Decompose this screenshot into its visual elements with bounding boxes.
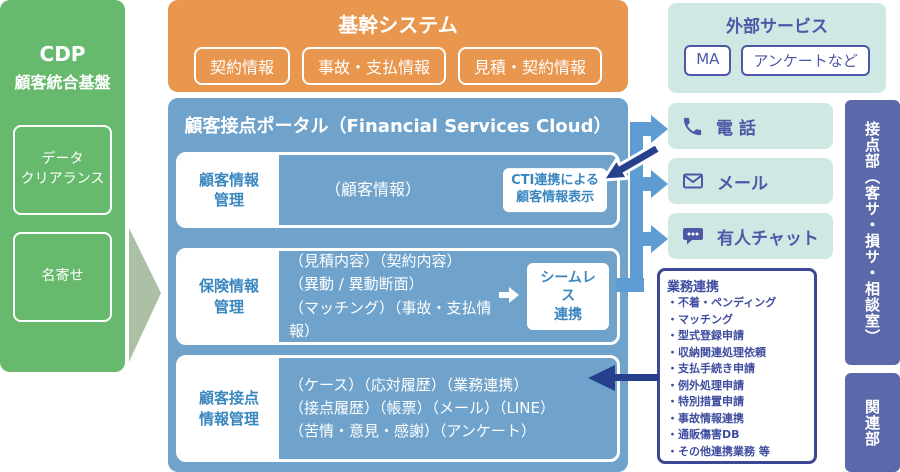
external-services-box: 外部サービス MA アンケートなど	[668, 3, 886, 93]
phone-icon	[681, 115, 704, 138]
channel-mail-label: メール	[717, 173, 768, 194]
portal-title: 顧客接点ポータル（Financial Services Cloud）	[184, 116, 612, 137]
channel-phone-label: 電 話	[716, 118, 756, 139]
task-item: ・事故情報連携	[667, 411, 744, 425]
external-services-items: MA アンケートなど	[668, 45, 886, 76]
mail-icon	[681, 169, 705, 193]
task-item: ・特別措置申請	[667, 395, 744, 408]
task-panel-title: 業務連携	[667, 280, 720, 295]
channel-arrow-phone	[651, 115, 668, 143]
portal-row-contact-info: 顧客接点 情報管理 （ケース）（応対履歴）（業務連携） （接点履歴）（帳票）（メ…	[176, 355, 620, 462]
task-link-panel: 業務連携 ・不着・ペンディング ・マッチング ・型式登録申請 ・収納関連処理依頼…	[657, 268, 817, 464]
task-item: ・その他連携業務 等	[667, 444, 770, 458]
external-item-survey: アンケートなど	[741, 45, 870, 76]
chat-icon	[681, 224, 705, 248]
channel-arrow-mail	[651, 170, 668, 198]
channel-mail: メール	[668, 158, 833, 204]
core-item-accident-payment-info: 事故・支払情報	[301, 47, 446, 85]
cdp-item-name-merge: 名寄せ	[13, 232, 112, 322]
core-item-quote-contract-info: 見積・契約情報	[458, 47, 603, 85]
portal-row-insurance-info: 保険情報 管理 （見積内容）（契約内容） （異動 / 異動断面） （マッチング）…	[176, 248, 620, 345]
customer-portal-box: 顧客接点ポータル（Financial Services Cloud） 顧客情報 …	[168, 98, 628, 472]
external-item-ma: MA	[684, 45, 732, 76]
core-item-contract-info: 契約情報	[193, 47, 290, 85]
row-content-customer-info: （顧客情報）	[325, 179, 422, 199]
channel-chat: 有人チャット	[668, 213, 833, 259]
core-system-box: 基幹システム 契約情報 事故・支払情報 見積・契約情報	[168, 0, 628, 92]
seamless-link-badge: シームレス 連携	[527, 263, 609, 330]
channel-chat-label: 有人チャット	[717, 228, 819, 249]
cdp-box: CDP 顧客統合基盤 データ クリアランス 名寄せ	[0, 0, 125, 372]
row-body-contact-info: （ケース）（応対履歴）（業務連携） （接点履歴）（帳票）（メール）（LINE） …	[279, 358, 617, 459]
seamless-right-arrow-icon	[499, 284, 521, 310]
cdp-flow-arrow	[129, 228, 161, 362]
task-item: ・支払手続き申請	[667, 362, 755, 375]
cdp-item-data-clearance: データ クリアランス	[13, 125, 112, 215]
portal-row-customer-info: 顧客情報 管理 （顧客情報） CTI連携による 顧客情報表示	[176, 152, 620, 228]
row-label-insurance-info: 保険情報 管理	[179, 251, 279, 342]
cdp-subtitle: 顧客統合基盤	[14, 73, 111, 92]
core-system-title: 基幹システム	[338, 13, 458, 37]
task-item: ・型式登録申請	[667, 329, 744, 342]
task-item: ・通販傷害DB	[667, 428, 740, 441]
channel-phone: 電 話	[668, 103, 833, 149]
cti-link-badge: CTI連携による 顧客情報表示	[503, 168, 607, 212]
channel-arrow-chat	[651, 225, 668, 253]
core-system-items: 契約情報 事故・支払情報 見積・契約情報	[168, 47, 628, 85]
dept-contact-bar: 接点部（客サ・損サ・相談室）	[845, 100, 900, 365]
row-label-contact-info: 顧客接点 情報管理	[179, 358, 279, 459]
row-body-insurance-info: （見積内容）（契約内容） （異動 / 異動断面） （マッチング）（事故・支払情報…	[279, 251, 617, 342]
cdp-title: CDP	[39, 42, 86, 66]
row-body-customer-info: （顧客情報） CTI連携による 顧客情報表示	[279, 155, 617, 225]
external-services-title: 外部サービス	[726, 17, 828, 37]
dept-related-bar: 関連部	[845, 373, 900, 472]
task-item: ・例外処理申請	[667, 378, 744, 392]
row-content-contact-info: （ケース）（応対履歴）（業務連携） （接点履歴）（帳票）（メール）（LINE） …	[289, 375, 555, 441]
row-label-customer-info: 顧客情報 管理	[179, 155, 279, 225]
task-item: ・マッチング	[667, 312, 733, 326]
row-content-insurance-info: （見積内容）（契約内容） （異動 / 異動断面） （マッチング）（事故・支払情報…	[289, 252, 492, 340]
task-item: ・不着・ペンディング	[667, 296, 777, 309]
task-item: ・収納関連処理依頼	[667, 345, 766, 359]
